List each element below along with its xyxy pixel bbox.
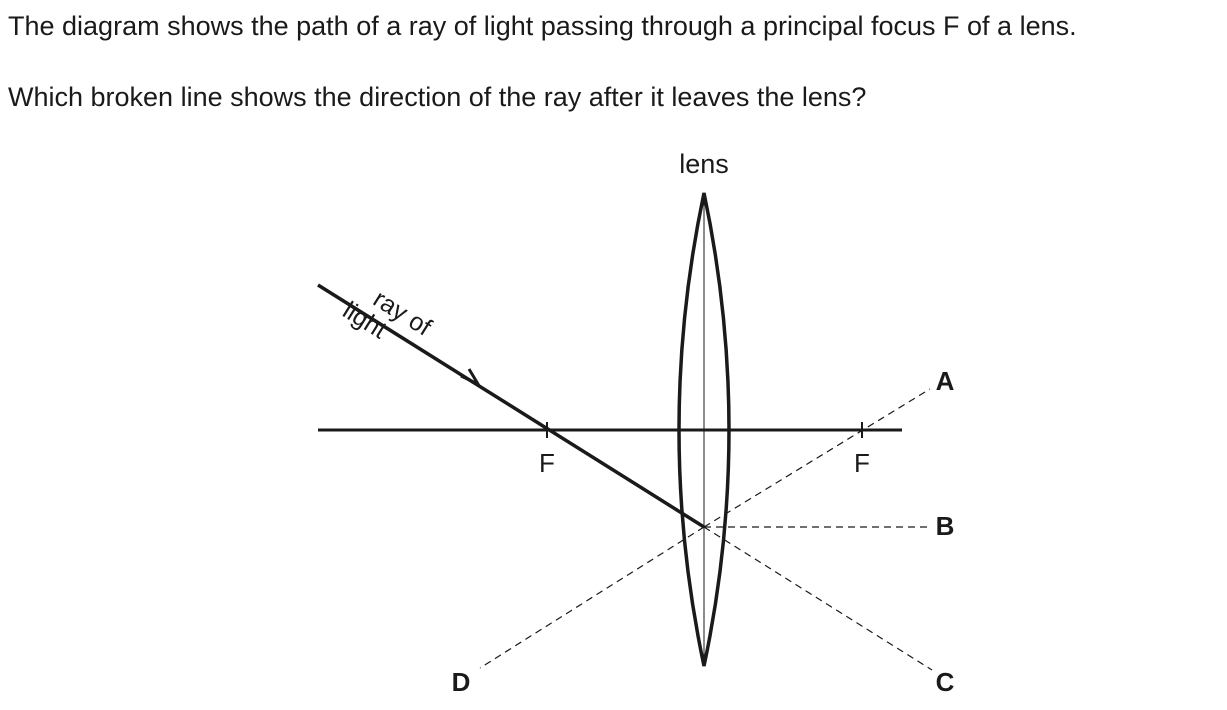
question-text-line-2: Which broken line shows the direction of… [8, 82, 867, 112]
option-line-c [703, 526, 933, 671]
option-line-a [703, 388, 931, 528]
question-text-line-1: The diagram shows the path of a ray of l… [8, 11, 1077, 41]
lens-label: lens [679, 149, 729, 179]
option-line-d [479, 526, 705, 669]
incident-ray [317, 283, 705, 529]
option-label-a: A [936, 366, 955, 396]
option-label-d: D [452, 667, 471, 697]
option-label-c: C [936, 667, 955, 697]
focus-left-label: F [539, 448, 555, 478]
option-label-b: B [936, 511, 955, 541]
focus-right-label: F [854, 448, 870, 478]
ray-arrowhead [460, 368, 482, 388]
